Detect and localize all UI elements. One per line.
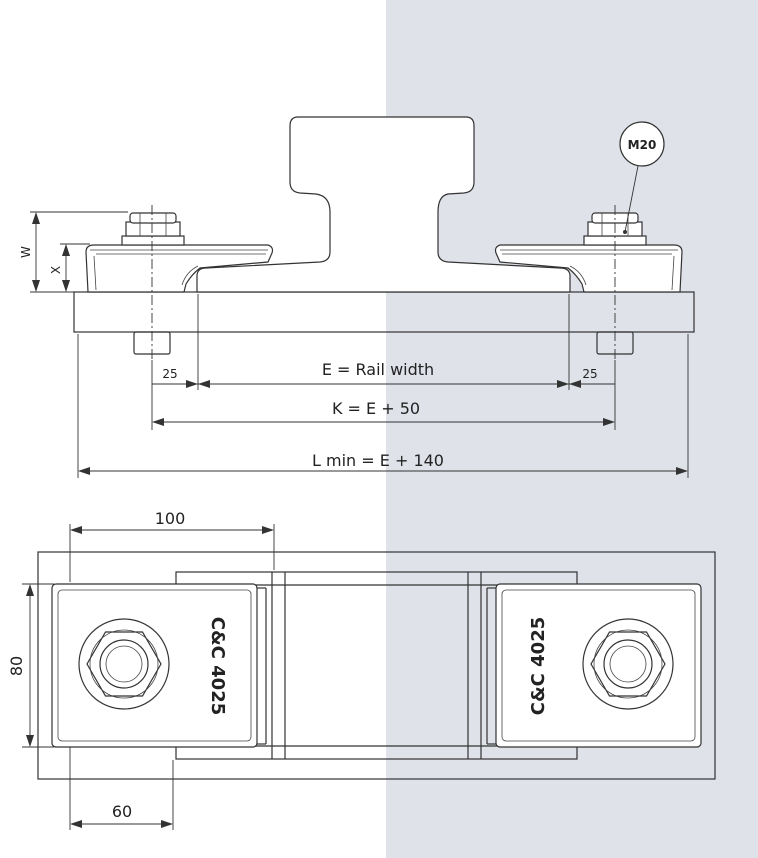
dim-top-label: 100 [155,509,186,528]
dim-l-label: L min = E + 140 [312,451,444,470]
dim-k-label: K = E + 50 [332,399,420,418]
dim-e-label: E = Rail width [322,360,434,379]
clamp-right [494,244,683,293]
top-view: C&C 4025 C&C 4025 100 80 60 [7,509,716,830]
rail-profile [196,116,571,293]
top-nut-left [78,618,170,710]
marking-left: C&C 4025 [207,617,228,715]
dim-bottom-label: 60 [112,802,132,821]
dim-x-label: X [49,266,63,274]
nut-left [121,212,185,246]
top-nut-right [582,618,674,710]
dim-e-offset-right: 25 [582,367,597,381]
side-view: M20 W X 25 25 E = Rail width K = E + [19,116,695,478]
dim-e-offset-left: 25 [162,367,177,381]
bolt-callout-label: M20 [628,138,657,152]
top-base-plate [37,551,716,780]
dim-height-label: 80 [7,656,26,676]
base-plate [73,291,695,333]
dim-w-label: W [19,246,33,258]
marking-right: C&C 4025 [528,617,549,715]
clamp-left [85,244,274,293]
bolt-callout [619,121,665,234]
